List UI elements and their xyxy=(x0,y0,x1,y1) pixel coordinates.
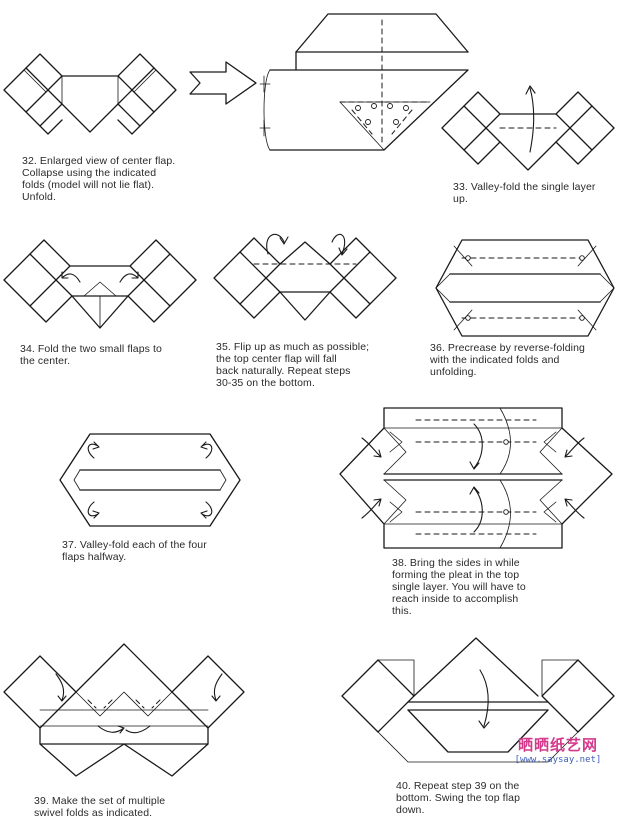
step-37-diagram xyxy=(59,433,241,527)
step-32-diagram xyxy=(3,53,177,135)
step-36-caption: 36. Precrease by reverse-folding with th… xyxy=(430,342,585,378)
step-32-caption: 32. Enlarged view of center flap. Collap… xyxy=(22,155,176,203)
step-37-caption: 37. Valley-fold each of the four flaps h… xyxy=(62,539,207,563)
watermark-logo: 晒晒纸艺网 xyxy=(517,736,598,754)
right-square-cluster xyxy=(117,53,177,135)
step-34-diagram xyxy=(3,239,197,329)
step-36-diagram xyxy=(435,239,615,337)
left-square-cluster xyxy=(3,53,63,135)
step-35-caption: 35. Flip up as much as possible; the top… xyxy=(216,341,370,389)
step-33-caption: 33. Valley-fold the single layer up. xyxy=(453,181,596,205)
step-32-enlarged-diagram xyxy=(259,13,469,151)
step-38-caption: 38. Bring the sides in while forming the… xyxy=(392,557,526,617)
step-33-diagram xyxy=(441,85,615,171)
step-38-diagram xyxy=(339,407,613,549)
step-40-caption: 40. Repeat step 39 on the bottom. Swing … xyxy=(396,780,521,816)
center-flap xyxy=(61,75,119,133)
step-39-diagram xyxy=(3,643,245,777)
step-40-diagram xyxy=(341,637,615,763)
step-39-caption: 39. Make the set of multiple swivel fold… xyxy=(34,795,166,819)
watermark-url: [www.saysay.net] xyxy=(514,755,602,765)
step-34-caption: 34. Fold the two small flaps to the cent… xyxy=(20,343,162,367)
step-35-diagram xyxy=(213,233,397,321)
step-32-big-arrow xyxy=(189,61,257,105)
watermark: 晒晒纸艺网 [www.saysay.net] xyxy=(498,734,618,765)
